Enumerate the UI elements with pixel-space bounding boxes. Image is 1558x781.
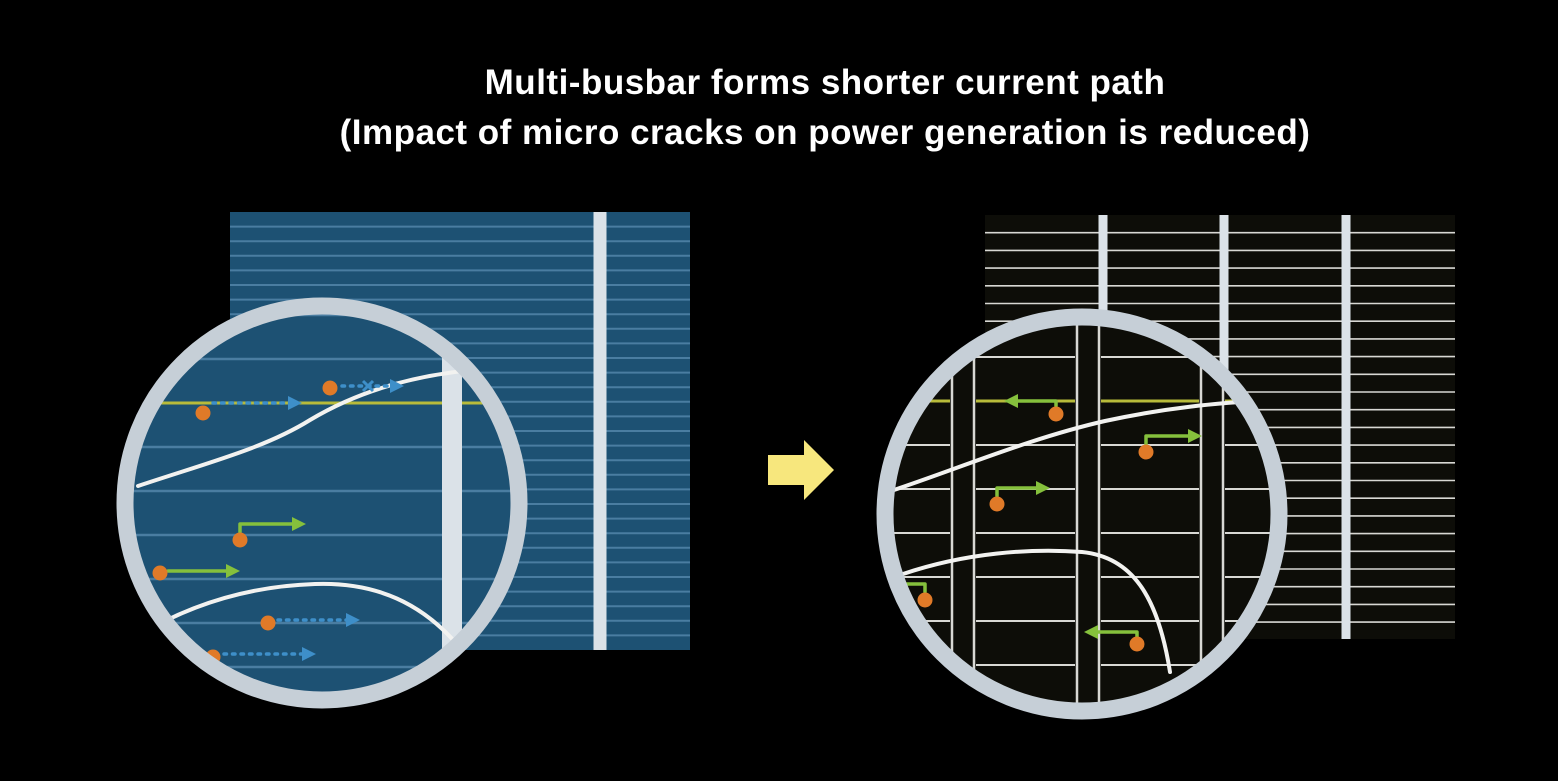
right-magnifier-busbar-gap xyxy=(1075,324,1101,704)
right-magnifier-short-current-path xyxy=(1014,399,1058,408)
left-magnifier-electron-dot xyxy=(152,565,168,581)
title-line-2: (Impact of micro cracks on power generat… xyxy=(339,113,1311,152)
right-magnifier-view xyxy=(892,324,1272,704)
right-magnifier-electron-dot xyxy=(1048,406,1064,422)
left-magnifier-current-arrowhead-icon xyxy=(288,396,302,410)
left-magnifier-view xyxy=(132,313,512,693)
left-magnifier xyxy=(116,297,528,709)
right-magnifier-short-current-path xyxy=(1144,434,1192,446)
right-magnifier-current-arrowhead-icon xyxy=(1084,625,1098,639)
left-magnifier-current-arrowhead-icon xyxy=(302,647,316,661)
left-magnifier-rim xyxy=(116,297,528,709)
conventional-busbar-cell-busbar xyxy=(593,212,607,650)
diagram-title: Multi-busbar forms shorter current path … xyxy=(46,58,1558,158)
right-magnifier xyxy=(876,308,1288,720)
right-magnifier-electron-dot xyxy=(1138,444,1154,460)
left-magnifier-short-current-path xyxy=(238,522,296,534)
left-magnifier-current-arrowhead-icon xyxy=(390,379,404,393)
right-magnifier-rim xyxy=(876,308,1288,720)
left-magnifier-blocked-x-icon xyxy=(361,379,375,393)
left-magnifier-current-arrowhead-icon xyxy=(292,517,306,531)
left-magnifier-busbar xyxy=(442,313,462,693)
left-magnifier-current-arrowhead-icon xyxy=(226,564,240,578)
right-magnifier-current-arrowhead-icon xyxy=(1036,481,1050,495)
left-magnifier-micro-crack xyxy=(136,368,474,488)
transition-arrow-icon xyxy=(768,440,834,500)
left-magnifier-electron-dot xyxy=(260,615,276,631)
right-magnifier-electron-dot xyxy=(989,496,1005,512)
multi-busbar-cell-busbar xyxy=(1341,215,1351,639)
right-magnifier-electron-dot xyxy=(1129,636,1145,652)
left-magnifier-electron-dot xyxy=(232,532,248,548)
right-magnifier-busbar-gap xyxy=(1199,324,1225,704)
title-line-1: Multi-busbar forms shorter current path xyxy=(484,63,1166,102)
right-magnifier-current-arrowhead-icon xyxy=(1188,429,1202,443)
right-magnifier-busbar-gap xyxy=(950,324,976,704)
left-magnifier-electron-dot xyxy=(195,405,211,421)
left-magnifier-current-arrowhead-icon xyxy=(346,613,360,627)
right-magnifier-current-arrowhead-icon xyxy=(1004,394,1018,408)
right-magnifier-micro-crack xyxy=(892,398,1272,494)
right-magnifier-short-current-path xyxy=(995,486,1040,498)
right-magnifier-short-current-path xyxy=(1094,630,1139,639)
left-magnifier-electron-dot xyxy=(322,380,338,396)
right-magnifier-electron-dot xyxy=(917,592,933,608)
right-magnifier-micro-crack xyxy=(901,548,1172,674)
left-magnifier-micro-crack xyxy=(132,581,470,660)
